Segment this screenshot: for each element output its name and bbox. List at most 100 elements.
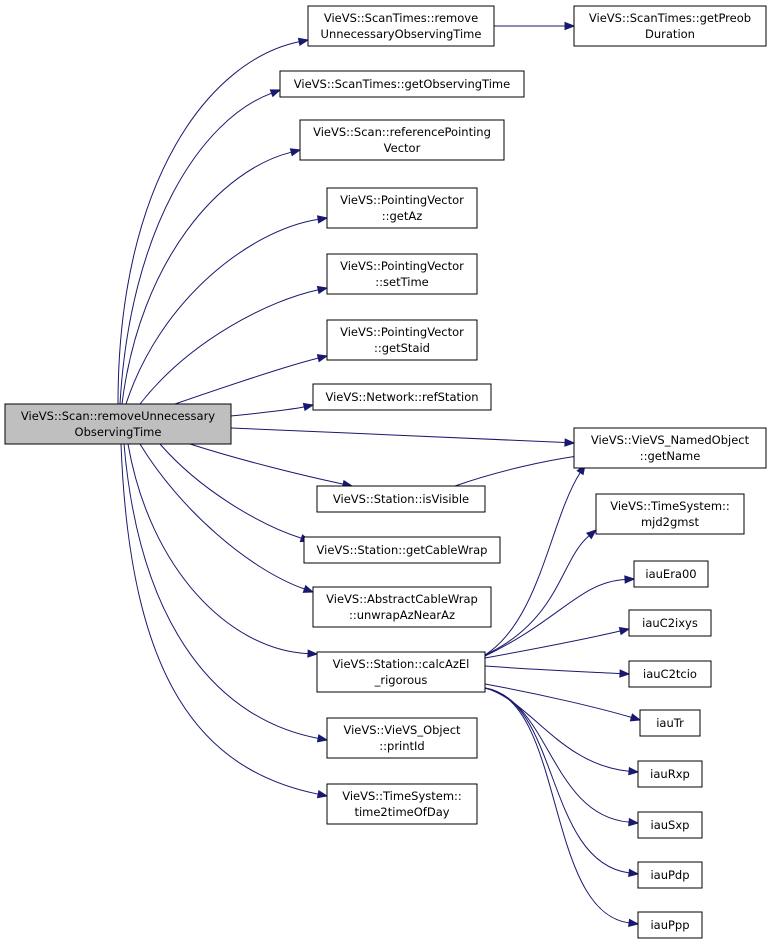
node-label: VieVS::VieVS_Object bbox=[343, 723, 461, 737]
node-label: VieVS::PointingVector bbox=[340, 259, 464, 273]
node-refStation[interactable]: VieVS::Network::refStation bbox=[312, 383, 492, 411]
node-iauC2tcio[interactable]: iauC2tcio bbox=[628, 660, 712, 688]
edge-isVisible-to-getName bbox=[454, 452, 587, 487]
node-iauEra00[interactable]: iauEra00 bbox=[633, 560, 709, 588]
edge-removeUnnecessaryObservingTime-to-getPreobDuration bbox=[494, 21, 576, 31]
arrowhead bbox=[619, 669, 631, 678]
node-label: iauTr bbox=[656, 716, 684, 730]
node-printId[interactable]: VieVS::VieVS_Object::printId bbox=[326, 717, 478, 759]
edge-root-to-calcAzEl bbox=[127, 443, 319, 658]
node-label: iauC2ixys bbox=[642, 616, 698, 630]
edges-layer bbox=[117, 21, 642, 927]
node-iauPdp[interactable]: iauPdp bbox=[637, 861, 703, 889]
edge-line bbox=[230, 427, 566, 444]
edge-line bbox=[119, 92, 272, 405]
node-getAz[interactable]: VieVS::PointingVector::getAz bbox=[326, 187, 478, 229]
node-label: ::unwrapAzNearAz bbox=[349, 608, 455, 622]
node-getObservingTime[interactable]: VieVS::ScanTimes::getObservingTime bbox=[279, 70, 525, 98]
edge-line bbox=[484, 687, 630, 823]
node-iauRxp[interactable]: iauRxp bbox=[637, 760, 703, 788]
edge-line bbox=[484, 687, 630, 772]
node-label: Duration bbox=[645, 27, 695, 41]
node-getCableWrap[interactable]: VieVS::Station::getCableWrap bbox=[303, 536, 501, 564]
node-getStaid[interactable]: VieVS::PointingVector::getStaid bbox=[326, 319, 478, 361]
node-label: VieVS::Scan::removeUnnecessary bbox=[21, 409, 215, 423]
node-label: iauRxp bbox=[650, 767, 690, 781]
edge-line bbox=[159, 443, 302, 539]
edge-root-to-isVisible bbox=[189, 443, 354, 489]
node-iauC2ixys[interactable]: iauC2ixys bbox=[628, 609, 712, 637]
edge-root-to-getObservingTime bbox=[119, 89, 282, 405]
node-label: VieVS::AbstractCableWrap bbox=[326, 592, 478, 606]
node-label: iauSxp bbox=[651, 818, 690, 832]
edge-calcAzEl-to-iauRxp bbox=[484, 687, 640, 776]
node-iauTr[interactable]: iauTr bbox=[639, 709, 701, 737]
arrowhead bbox=[316, 354, 329, 363]
node-root[interactable]: VieVS::Scan::removeUnnecessaryObservingT… bbox=[4, 403, 232, 445]
edge-line bbox=[123, 443, 319, 739]
node-box bbox=[312, 383, 492, 411]
node-label: ::setTime bbox=[375, 275, 428, 289]
edge-line bbox=[121, 151, 292, 405]
edge-line bbox=[125, 218, 319, 405]
arrowhead bbox=[302, 402, 315, 412]
node-label: Vector bbox=[384, 141, 421, 155]
node-label: VieVS::TimeSystem:: bbox=[342, 789, 462, 803]
node-iauPpp[interactable]: iauPpp bbox=[637, 911, 703, 939]
node-time2timeOfDay[interactable]: VieVS::TimeSystem::time2timeOfDay bbox=[326, 783, 478, 825]
node-removeUnnecessaryObservingTime[interactable]: VieVS::ScanTimes::removeUnnecessaryObser… bbox=[307, 5, 495, 47]
node-box bbox=[637, 861, 703, 889]
edge-calcAzEl-to-iauC2tcio bbox=[484, 665, 631, 678]
arrowhead bbox=[316, 215, 329, 224]
node-box bbox=[326, 717, 478, 759]
node-label: VieVS::PointingVector bbox=[340, 325, 464, 339]
edge-line bbox=[454, 455, 577, 487]
arrowhead bbox=[316, 734, 329, 743]
nodes-layer: VieVS::Scan::removeUnnecessaryObservingT… bbox=[4, 5, 767, 939]
arrowhead bbox=[628, 817, 640, 827]
arrowhead bbox=[316, 789, 329, 799]
node-label: ::getName bbox=[640, 449, 701, 463]
node-label: iauEra00 bbox=[645, 567, 696, 581]
arrowhead bbox=[307, 649, 319, 658]
node-box bbox=[326, 319, 478, 361]
arrowhead bbox=[624, 575, 636, 584]
node-getName[interactable]: VieVS::VieVS_NamedObject::getName bbox=[573, 427, 767, 469]
edge-calcAzEl-to-iauC2ixys bbox=[484, 627, 631, 659]
arrowhead bbox=[269, 89, 282, 98]
arrowhead bbox=[302, 584, 315, 593]
edge-root-to-getCableWrap bbox=[159, 443, 312, 543]
arrowhead bbox=[628, 918, 640, 927]
node-box bbox=[595, 493, 745, 535]
node-box bbox=[573, 427, 767, 469]
node-label: VieVS::PointingVector bbox=[340, 193, 464, 207]
node-mjd2gmst[interactable]: VieVS::TimeSystem::mjd2gmst bbox=[595, 493, 745, 535]
arrowhead bbox=[618, 627, 631, 636]
node-iauSxp[interactable]: iauSxp bbox=[637, 811, 703, 839]
node-box bbox=[312, 586, 492, 628]
node-box bbox=[326, 783, 478, 825]
node-label: iauPpp bbox=[650, 918, 689, 932]
node-box bbox=[573, 5, 767, 47]
arrowhead bbox=[564, 438, 576, 447]
node-label: VieVS::Station::getCableWrap bbox=[317, 543, 488, 557]
node-box bbox=[326, 253, 478, 295]
edge-line bbox=[484, 687, 630, 924]
node-label: VieVS::TimeSystem:: bbox=[610, 499, 730, 513]
node-label: ObservingTime bbox=[75, 425, 162, 439]
node-isVisible[interactable]: VieVS::Station::isVisible bbox=[316, 485, 486, 513]
arrowhead bbox=[297, 37, 310, 47]
node-setTime[interactable]: VieVS::PointingVector::setTime bbox=[326, 253, 478, 295]
node-unwrapAzNearAz[interactable]: VieVS::AbstractCableWrap::unwrapAzNearAz bbox=[312, 586, 492, 628]
edge-root-to-removeUnnecessaryObservingTime bbox=[117, 37, 310, 405]
edge-root-to-time2timeOfDay bbox=[120, 443, 329, 799]
node-label: VieVS::Station::calcAzEl bbox=[333, 657, 470, 671]
arrowhead bbox=[316, 285, 329, 295]
node-calcAzEl[interactable]: VieVS::Station::calcAzEl_rigorous bbox=[316, 651, 486, 693]
edge-line bbox=[120, 443, 319, 795]
edge-root-to-printId bbox=[123, 443, 329, 743]
edge-calcAzEl-to-iauPdp bbox=[484, 687, 640, 877]
